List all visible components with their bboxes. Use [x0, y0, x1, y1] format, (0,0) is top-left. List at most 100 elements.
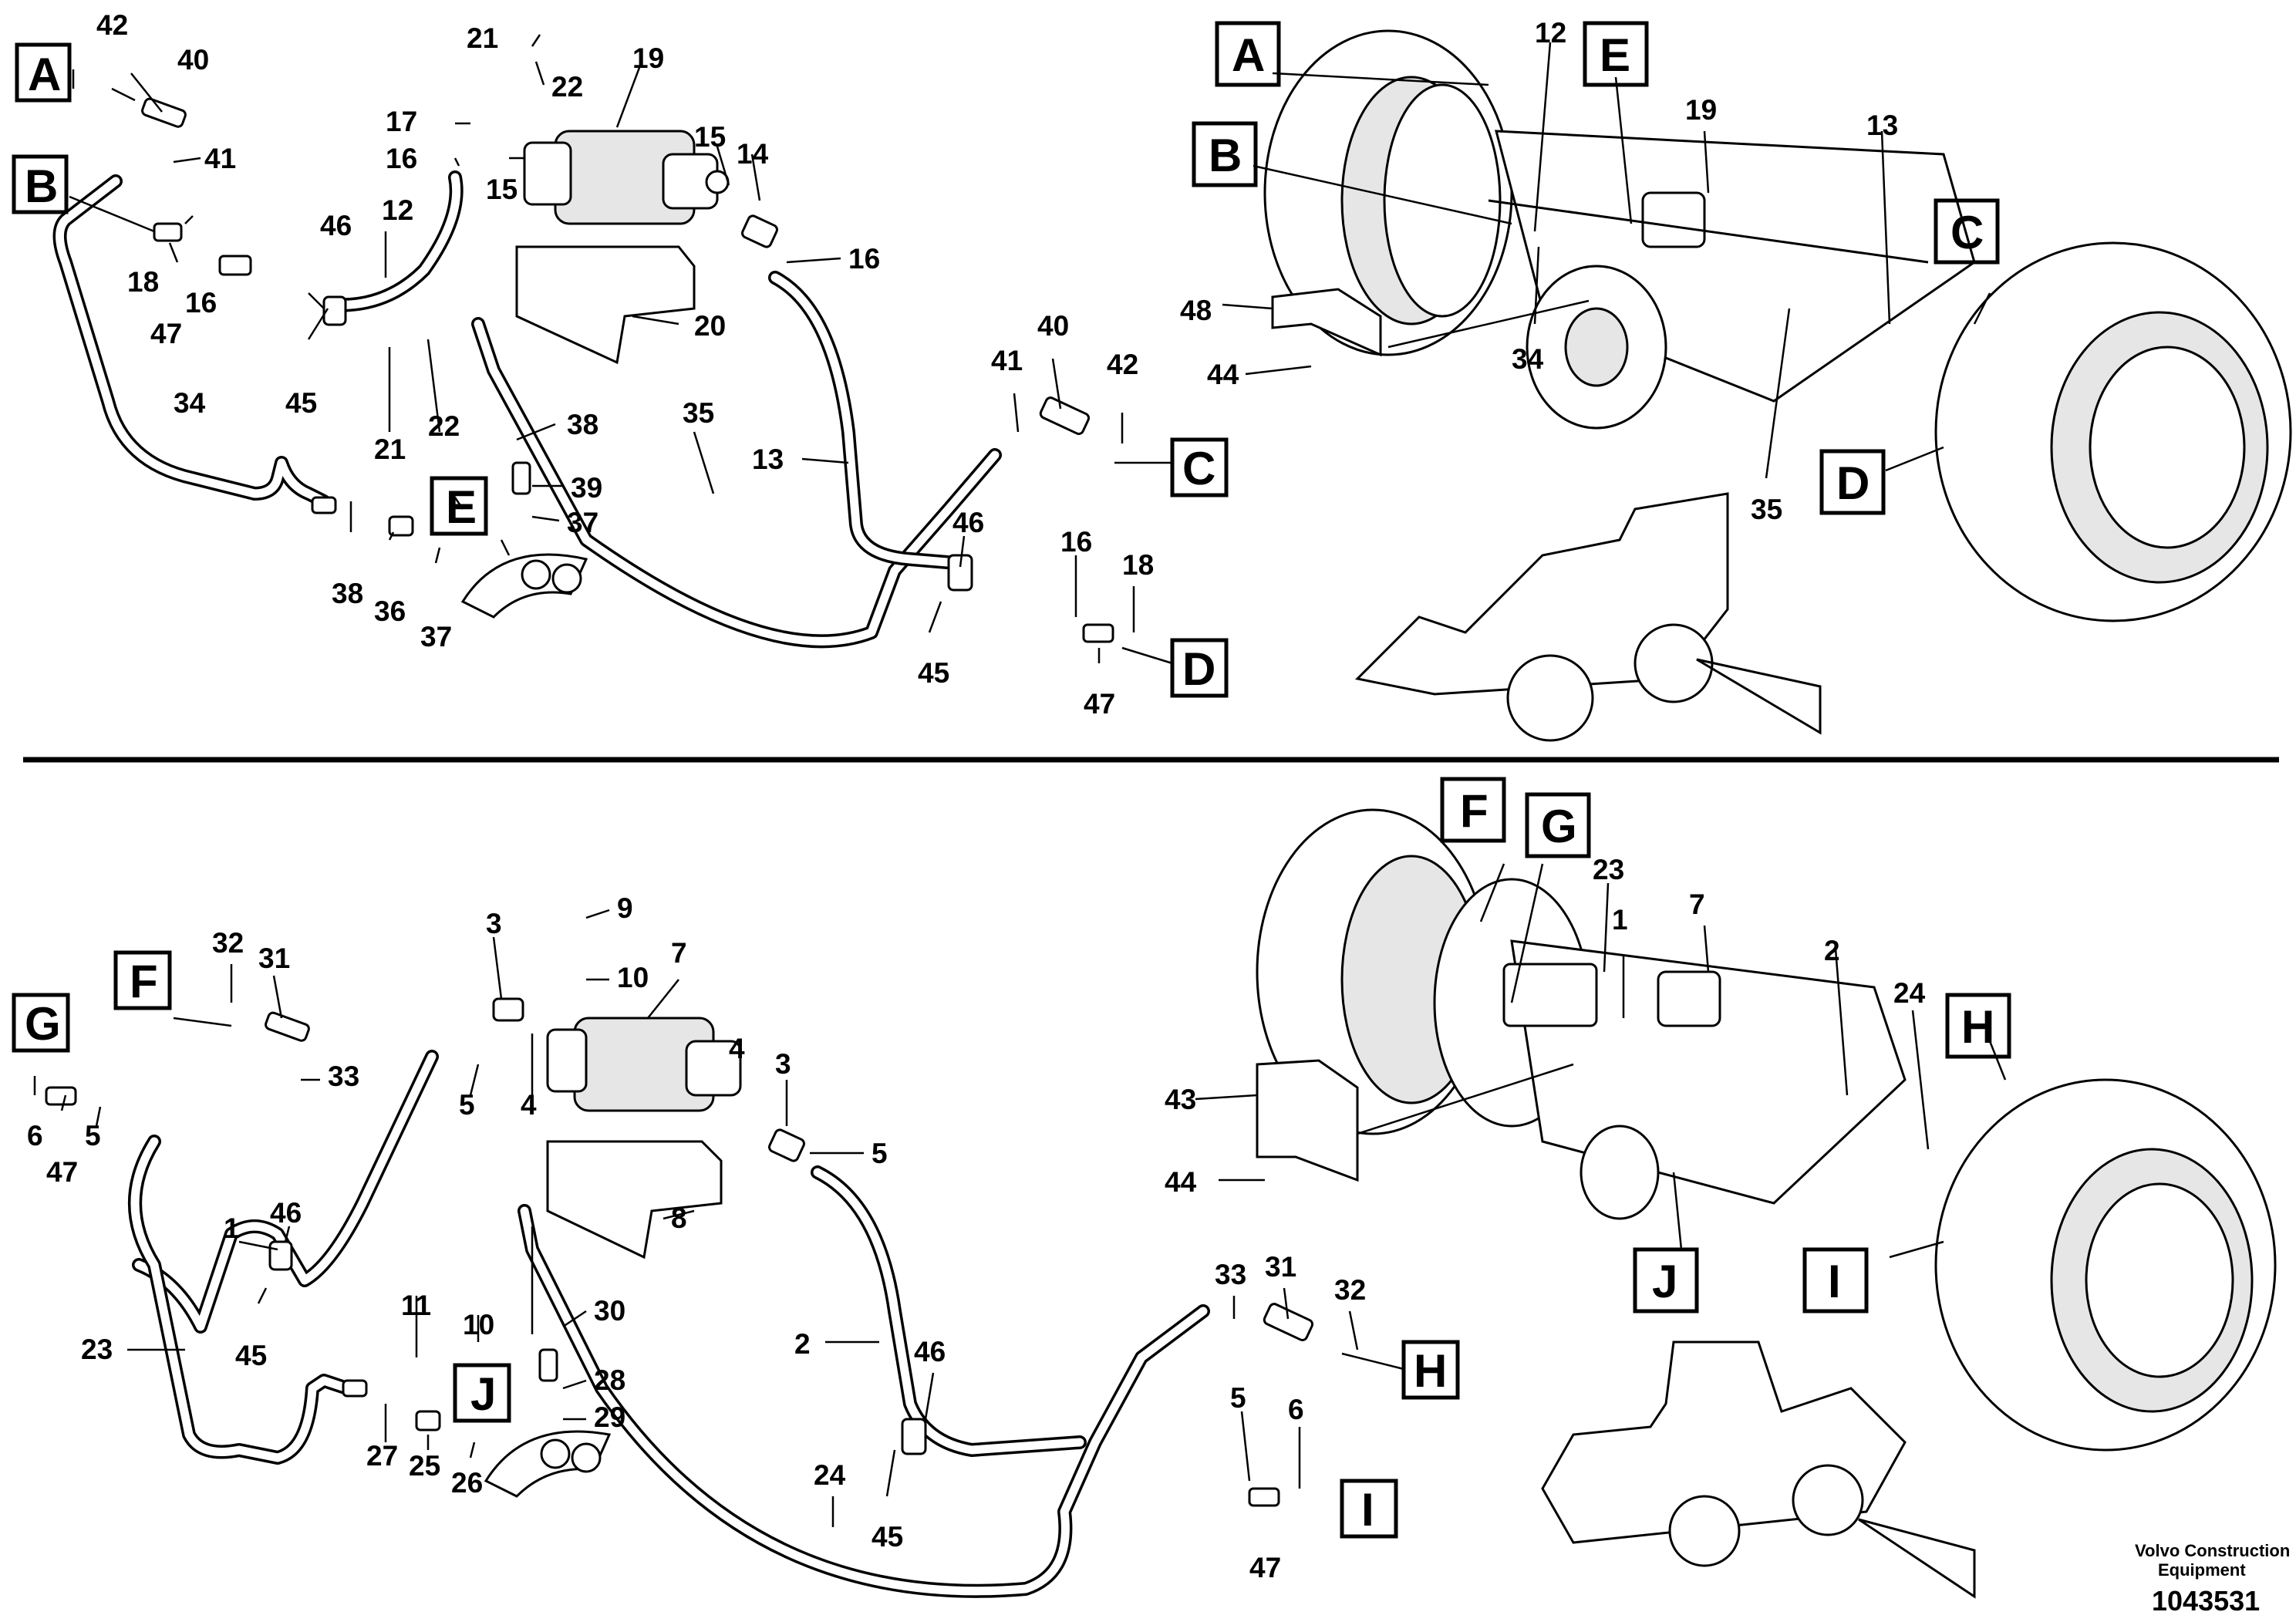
part-label: 29: [594, 1401, 625, 1433]
fitting-3: [492, 997, 524, 1022]
view-direction-arrow-top: [1696, 658, 1822, 735]
part-label: 18: [1122, 549, 1154, 581]
part-label: 13: [752, 443, 784, 475]
part-label: 17: [386, 106, 417, 137]
part-label: 15: [694, 121, 726, 153]
part-label: 47: [46, 1156, 78, 1188]
part-label: 6: [1288, 1394, 1304, 1425]
part-label: 19: [1685, 94, 1717, 126]
part-label: 22: [551, 71, 583, 103]
part-label: 21: [374, 433, 406, 465]
bottom-parts-group: [45, 997, 1314, 1598]
part-label: 2: [794, 1328, 811, 1360]
part-label: 16: [848, 243, 880, 275]
part-label: 33: [328, 1061, 359, 1092]
plate-48: [1271, 288, 1382, 357]
part-label: 24: [814, 1459, 846, 1491]
fitting-28: [538, 1348, 558, 1382]
part-label: 5: [1230, 1382, 1246, 1414]
part-label: 30: [594, 1295, 625, 1327]
part-label: 3: [486, 908, 502, 939]
fitting-31: [265, 1011, 310, 1042]
fitting-25: [415, 1410, 441, 1431]
tube-24: [518, 1204, 1210, 1598]
part-label: 4: [729, 1033, 745, 1064]
fitting-36: [388, 515, 414, 537]
callout-letter: D: [1182, 643, 1215, 695]
callout-letter: C: [1182, 443, 1215, 494]
part-label: 46: [952, 507, 984, 538]
part-label: 1: [1612, 904, 1628, 936]
part-label: 24: [1893, 977, 1926, 1009]
bottom-axle-illustration: [1256, 808, 2277, 1599]
callout-letter: B: [25, 160, 58, 212]
credit-line-2: Equipment: [2158, 1560, 2246, 1580]
tube-1: [132, 1050, 439, 1334]
part-label: 46: [914, 1336, 946, 1367]
callout-letter: C: [1950, 207, 1984, 258]
bottom-callout-letters: F G H I J F G H I J: [25, 785, 1994, 1536]
part-label: 16: [185, 287, 217, 319]
callout-letter: G: [25, 998, 61, 1050]
part-label: 45: [235, 1340, 267, 1371]
part-label: 12: [1535, 17, 1566, 49]
part-label: 23: [81, 1334, 113, 1365]
part-label: 39: [571, 472, 602, 504]
part-label: 33: [1215, 1259, 1246, 1290]
fitting-38: [311, 496, 337, 514]
fitting-47c: [45, 1086, 77, 1106]
part-label: 45: [872, 1521, 903, 1553]
part-label: 7: [1689, 889, 1705, 920]
part-label: 44: [1207, 359, 1239, 390]
fitting-14: [741, 214, 778, 248]
figure-number: 1043531: [2152, 1585, 2260, 1617]
fitting-47d: [1248, 1487, 1280, 1507]
part-label: 19: [632, 42, 664, 74]
part-label: 11: [401, 1290, 431, 1321]
part-label: 44: [1165, 1166, 1197, 1198]
fitting-40b: [1039, 396, 1091, 435]
fitting-47: [218, 255, 252, 276]
fitting-46: [322, 295, 347, 326]
fitting-31b: [1263, 1303, 1314, 1341]
part-label: 5: [459, 1089, 475, 1121]
tube-23: [128, 1135, 354, 1465]
part-label: 31: [258, 943, 290, 974]
fitting-27: [342, 1379, 368, 1398]
callout-letter: I: [1828, 1256, 1841, 1307]
part-label: 43: [1165, 1084, 1196, 1115]
part-label: 13: [1866, 110, 1898, 141]
part-label: 32: [1334, 1274, 1366, 1306]
callout-letter: E: [1600, 29, 1630, 81]
part-label: 20: [694, 310, 726, 342]
callout-letter: B: [1209, 130, 1242, 181]
part-label: 10: [463, 1309, 494, 1340]
fitting-46c: [268, 1240, 293, 1271]
part-label: 23: [1593, 854, 1624, 885]
top-parts-group: [52, 97, 1114, 649]
part-label: 14: [737, 138, 769, 170]
part-label: 37: [420, 621, 452, 653]
part-label: 28: [594, 1364, 625, 1396]
part-label: 8: [671, 1202, 687, 1234]
fitting-39: [511, 461, 531, 495]
fitting-46d: [901, 1418, 927, 1455]
part-label: 41: [204, 143, 236, 174]
part-label: 16: [386, 143, 417, 174]
callout-letter: G: [1541, 801, 1577, 852]
part-label: 45: [918, 657, 949, 689]
callout-letter: H: [1961, 1001, 1994, 1053]
top-part-labels: 42 40 41 18 16 47 45 46 12 34 21 22 19 1…: [96, 9, 1898, 720]
leader-lines: [33, 34, 2007, 1527]
part-label: 6: [27, 1120, 43, 1152]
callout-letter: E: [446, 481, 477, 533]
part-label: 7: [671, 937, 687, 969]
part-label: 4: [521, 1089, 537, 1121]
callout-letter: D: [1836, 457, 1870, 509]
tube-2: [811, 1165, 1087, 1457]
part-label: 18: [127, 266, 159, 298]
part-label: 37: [567, 507, 598, 538]
part-label: 15: [486, 174, 518, 205]
part-label: 38: [332, 578, 363, 609]
